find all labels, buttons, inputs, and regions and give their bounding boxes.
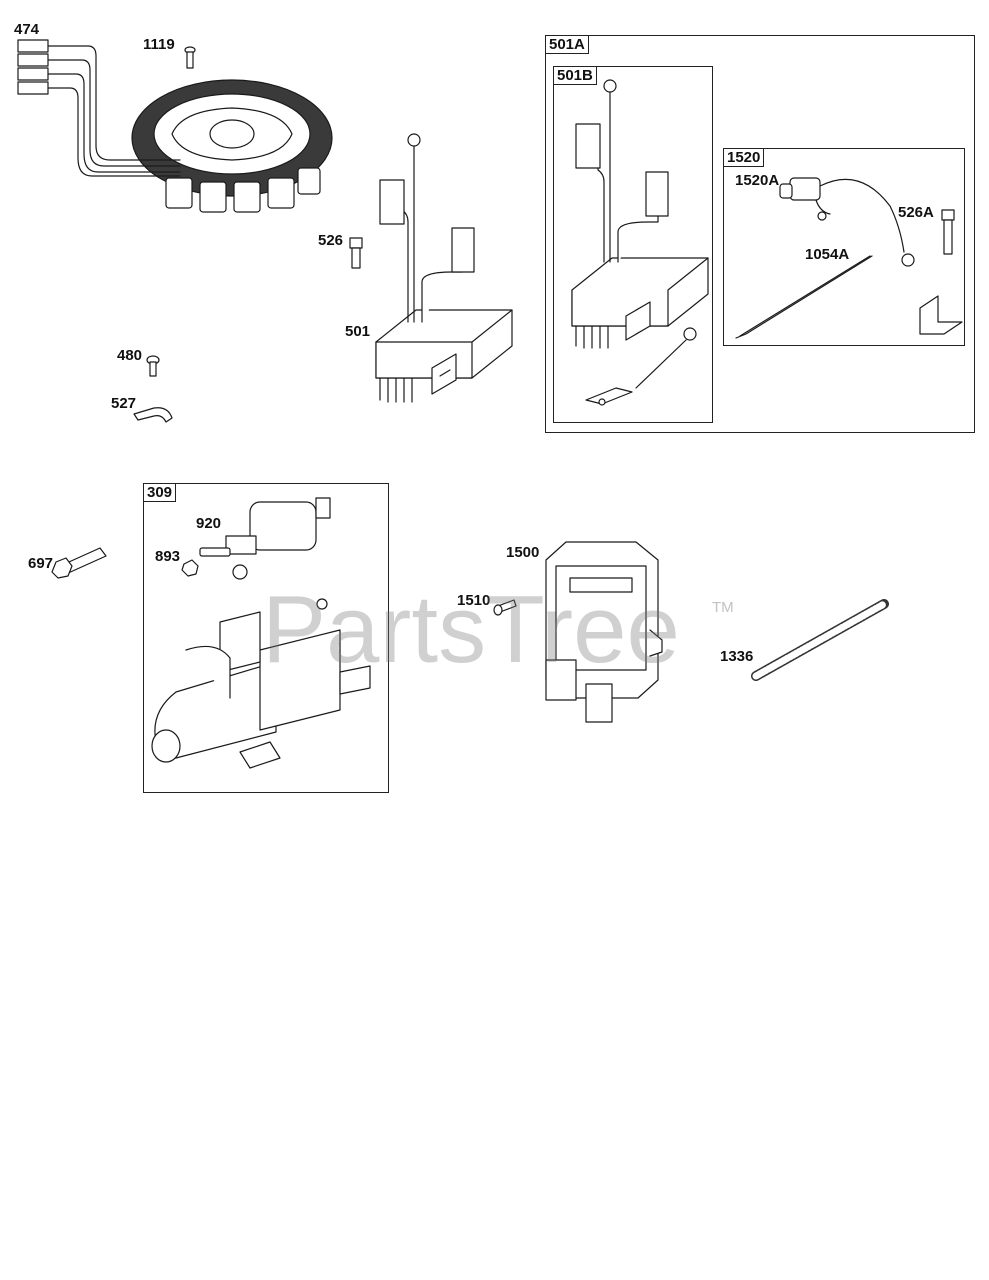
tie-1054A — [735, 255, 873, 339]
screw-1119 — [184, 46, 196, 69]
sensor-1520A — [779, 177, 915, 267]
screw-480 — [146, 355, 160, 377]
callout-920: 920 — [196, 515, 222, 532]
callout-527: 527 — [111, 395, 137, 412]
bolt-697 — [51, 547, 107, 579]
group-box-309: 309 — [143, 483, 389, 793]
conduit-1336 — [751, 599, 889, 681]
callout-1119: 1119 — [143, 36, 175, 53]
rectifier-501 — [375, 133, 513, 403]
bolt-526 — [349, 237, 363, 269]
callout-1054A: 1054A — [805, 246, 850, 263]
callout-893: 893 — [155, 548, 181, 565]
group-tag-309: 309 — [144, 484, 177, 502]
callout-1520A: 1520A — [735, 172, 780, 189]
group-box-1520: 1520 — [723, 148, 965, 346]
stator-474 — [17, 39, 333, 213]
group-tag-1520: 1520 — [724, 149, 765, 167]
clip-527 — [133, 407, 173, 423]
ecu-1500 — [545, 541, 663, 723]
group-box-501A: 501A — [545, 35, 975, 433]
bracket-1520 — [919, 295, 963, 335]
screw-1510 — [493, 599, 517, 616]
callout-1336: 1336 — [720, 648, 754, 665]
callout-526: 526 — [318, 232, 344, 249]
callout-480: 480 — [117, 347, 143, 364]
nut-893 — [181, 559, 199, 577]
group-tag-501A: 501A — [546, 36, 589, 54]
bolt-526A — [941, 209, 955, 255]
callout-1510: 1510 — [457, 592, 491, 609]
solenoid-920 — [199, 497, 331, 580]
rectifier-501B — [571, 79, 709, 406]
callout-697: 697 — [28, 555, 54, 572]
callout-474: 474 — [14, 21, 40, 38]
callout-501: 501 — [345, 323, 371, 340]
watermark-trademark: TM — [712, 599, 734, 616]
group-tag-501B: 501B — [554, 67, 597, 85]
watermark: PartsTree — [262, 576, 680, 683]
callout-526A: 526A — [898, 204, 934, 221]
starter-motor — [151, 598, 371, 769]
group-box-501B: 501B — [553, 66, 713, 423]
callout-1500: 1500 — [506, 544, 540, 561]
